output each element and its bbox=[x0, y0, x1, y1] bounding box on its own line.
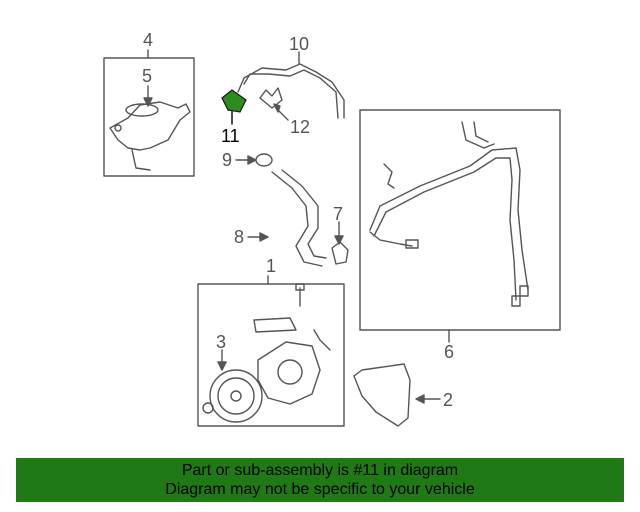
banner-line-disclaimer: Diagram may not be specific to your vehi… bbox=[165, 481, 475, 498]
callout-2: 2 bbox=[443, 390, 453, 410]
callout-10: 10 bbox=[289, 34, 309, 54]
callout-12: 12 bbox=[290, 117, 310, 137]
callout-3: 3 bbox=[216, 332, 226, 352]
highlighted-part-11 bbox=[221, 89, 247, 113]
hose-10 bbox=[237, 63, 345, 119]
callout-1: 1 bbox=[266, 256, 276, 276]
fitting-7 bbox=[331, 241, 349, 265]
clip-12 bbox=[259, 87, 283, 109]
callout-6: 6 bbox=[444, 342, 454, 362]
bracket-2 bbox=[353, 363, 411, 427]
callout-9: 9 bbox=[222, 150, 232, 170]
callout-4: 4 bbox=[143, 30, 153, 50]
clamp-9 bbox=[255, 153, 273, 167]
callout-8: 8 bbox=[234, 227, 244, 247]
callout-5: 5 bbox=[142, 66, 152, 86]
power-steering-pump bbox=[202, 283, 331, 423]
reservoir-box bbox=[103, 57, 195, 177]
callout-7: 7 bbox=[333, 204, 343, 224]
banner-line-part: Part or sub-assembly is #11 in diagram bbox=[181, 462, 459, 479]
callout-11: 11 bbox=[221, 126, 240, 146]
reservoir-assembly bbox=[103, 57, 195, 177]
pressure-hoses bbox=[369, 121, 529, 307]
info-banner: Part or sub-assembly is #11 in diagram D… bbox=[16, 458, 624, 502]
pump-box bbox=[197, 283, 345, 427]
hose-8 bbox=[271, 169, 327, 267]
parts-diagram: 1 2 3 4 5 6 7 8 9 10 11 12 bbox=[103, 30, 561, 427]
hose-assembly-box bbox=[359, 109, 561, 331]
